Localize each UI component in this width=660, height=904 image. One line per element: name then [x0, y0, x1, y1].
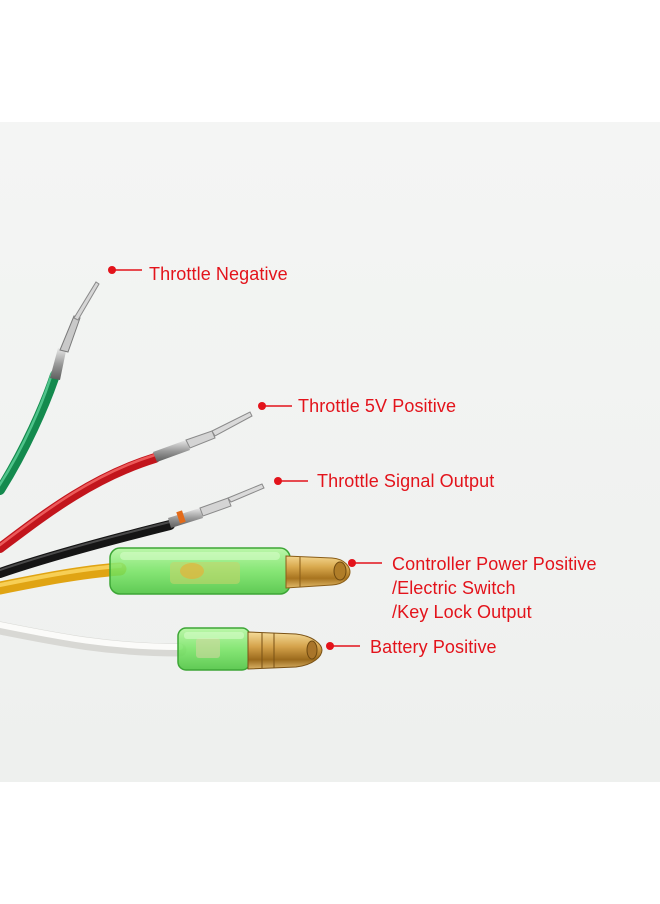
- red-wire-pin: [153, 411, 253, 462]
- green-wire-pin: [50, 281, 100, 380]
- label-battery-positive: Battery Positive: [370, 637, 497, 657]
- label-throttle-signal-output: Throttle Signal Output: [317, 471, 495, 491]
- label-controller-power-line1: Controller Power Positive: [392, 554, 597, 574]
- red-wire: [0, 453, 160, 553]
- label-controller-power: Controller Power Positive /Electric Swit…: [392, 552, 597, 624]
- label-throttle-5v-positive: Throttle 5V Positive: [298, 396, 457, 416]
- yellow-wire: [0, 562, 127, 595]
- label-leader-throttle-5v-positive: [258, 402, 292, 410]
- label-leader-controller-power: [348, 559, 382, 567]
- black-wire: [0, 520, 175, 578]
- photo-background: [0, 122, 660, 782]
- label-controller-power-line3: /Key Lock Output: [392, 602, 532, 622]
- green-wire: [0, 370, 60, 495]
- controller-power-connector: [109, 547, 351, 595]
- label-leader-battery-positive: [326, 642, 360, 650]
- battery-positive-connector: [177, 627, 323, 671]
- label-controller-power-line2: /Electric Switch: [392, 578, 516, 598]
- label-leader-throttle-signal-output: [274, 477, 308, 485]
- label-throttle-negative: Throttle Negative: [149, 264, 288, 284]
- label-leader-throttle-negative: [108, 266, 142, 274]
- black-wire-pin: [168, 483, 265, 528]
